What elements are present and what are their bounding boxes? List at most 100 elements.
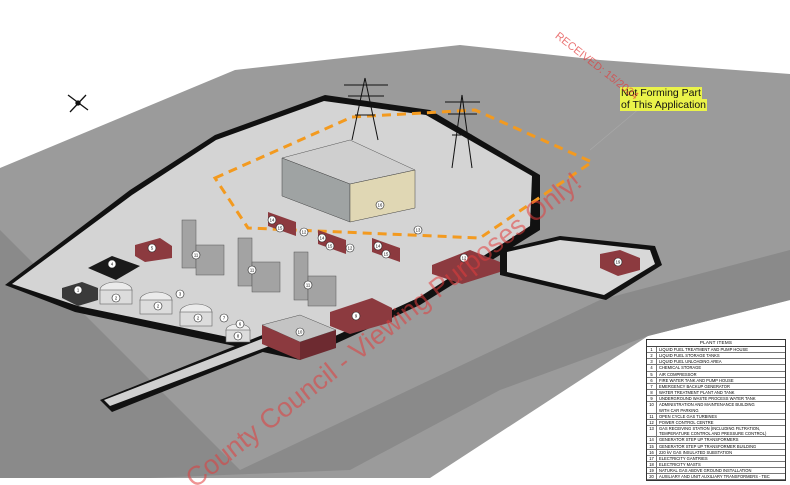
site-item-number: 3 (179, 292, 182, 297)
legend-item-label: AIR COMPRESSOR (659, 371, 697, 377)
building-12 (432, 250, 500, 284)
site-item-marker: 8 (233, 331, 243, 341)
legend-item-label: LIQUID FUEL UNLOADING AREA (659, 359, 722, 365)
legend-item-number: 8 (647, 390, 657, 396)
callout-line-2: of This Application (620, 99, 708, 111)
site-item-number: 12 (462, 256, 467, 261)
access-road (104, 324, 312, 406)
legend-item-number: 3 (647, 359, 657, 365)
legend-item-label: OPEN CYCLE GAS TURBINES (659, 413, 717, 419)
legend-item-number: 4 (647, 365, 657, 371)
site-item-marker: 3 (175, 289, 185, 299)
site-item-marker: 2 (111, 293, 121, 303)
fuel-storage-tanks (99, 281, 251, 343)
legend-item-number: 16 (647, 449, 657, 455)
site-item-number: 4 (111, 262, 114, 267)
site-item-number: 2 (197, 316, 200, 321)
site-item-number: 19 (616, 260, 621, 265)
building-9 (330, 298, 392, 334)
legend-item-label: AUXILIARY AND UNIT AUXILIARY TRANSFORMER… (659, 474, 770, 480)
site-item-number: 1 (77, 288, 80, 293)
site-item-marker: 14 (267, 215, 277, 225)
site-item-number: 14 (270, 218, 275, 223)
legend-item-number: 19 (647, 468, 657, 474)
legend-item-number: 17 (647, 455, 657, 461)
admin-building-front (262, 325, 300, 360)
site-item-marker: 11 (247, 265, 257, 275)
legend-item-label: POWER CONTROL CENTRE (659, 419, 714, 425)
site-item-marker: 10 (295, 327, 305, 337)
legend-item-number: 12 (647, 419, 657, 426)
site-item-number: 6 (239, 322, 242, 327)
site-item-marker: 2 (153, 301, 163, 311)
legend-item-label: LIQUID FUEL TREATMENT AND PUMP HOUSE (659, 347, 748, 352)
site-item-number: 11 (306, 283, 311, 288)
legend-item-label: LIQUID FUEL STORAGE TANKS (659, 353, 720, 359)
site-item-marker: 16 (375, 200, 385, 210)
site-item-marker: 11 (191, 250, 201, 260)
site-item-marker: 1 (73, 285, 83, 295)
site-item-number: 16 (378, 203, 383, 208)
site-item-number: 2 (157, 304, 160, 309)
legend-item-number: 6 (647, 377, 657, 383)
admin-building-side (300, 330, 336, 360)
legend-item-number: 9 (647, 396, 657, 402)
gas-turbine-row (181, 219, 337, 307)
legend-item-number: 11 (647, 413, 657, 419)
electricity-mast-right (445, 94, 480, 169)
legend-item-number: 13 (647, 426, 657, 437)
site-item-number: 15 (384, 252, 389, 257)
legend-item-number: 18 (647, 461, 657, 468)
chemical-storage (88, 256, 140, 280)
site-item-number: 14 (320, 236, 325, 241)
site-item-number: 5 (151, 246, 154, 251)
legend-item-label: 220 kV GAS INSULATED SUBSTATION (659, 449, 733, 455)
site-item-number: 10 (298, 330, 303, 335)
site-item-marker: 15 (275, 223, 285, 233)
site-item-number: 8 (237, 334, 240, 339)
legend-item-label: GENERATOR STEP UP TRANSFORMERS (659, 437, 739, 443)
legend-item-label: GENERATOR STEP UP TRANSFORMER BUILDING (659, 443, 757, 449)
site-item-marker: 4 (107, 259, 117, 269)
site-item-number: 11 (250, 268, 255, 273)
ground-shade (0, 230, 790, 478)
site-item-marker: 12 (299, 227, 309, 237)
site-item-number: 12 (348, 246, 353, 251)
legend-item-number: 14 (647, 437, 657, 443)
callout-leader (589, 107, 641, 151)
site-item-marker: 13 (413, 225, 423, 235)
site-item-marker: 14 (373, 241, 383, 251)
site-item-marker: 5 (147, 243, 157, 253)
legend-item-label: ELECTRICITY MASTS (659, 461, 701, 467)
main-building-side (349, 169, 416, 223)
site-item-marker: 12 (459, 253, 469, 263)
legend-item-label: CHEMICAL STORAGE (659, 365, 702, 371)
legend-item-label: GAS RECEIVING STATION (INCLUDING FILTRAT… (659, 426, 767, 437)
legend-item-label: ELECTRICITY GANTRIES (659, 455, 708, 461)
site-item-marker: 14 (317, 233, 327, 243)
legend-item-label: NATURAL GAS ABOVE GROUND INSTALLATION (659, 468, 752, 474)
not-forming-part-callout: Not Forming Part of This Application (620, 87, 708, 111)
legend-item-label: UNDERGROUND WASTE PROCESS WATER TANK (659, 396, 756, 402)
site-item-number: 7 (223, 316, 226, 321)
site-item-number: 11 (194, 253, 199, 258)
site-item-number: 9 (355, 314, 358, 319)
legend-item-number: 1 (647, 347, 657, 353)
legend-item-number: 10 (647, 402, 657, 413)
legend-item-label: EMERGENCY BACKUP GENERATOR (659, 383, 730, 389)
